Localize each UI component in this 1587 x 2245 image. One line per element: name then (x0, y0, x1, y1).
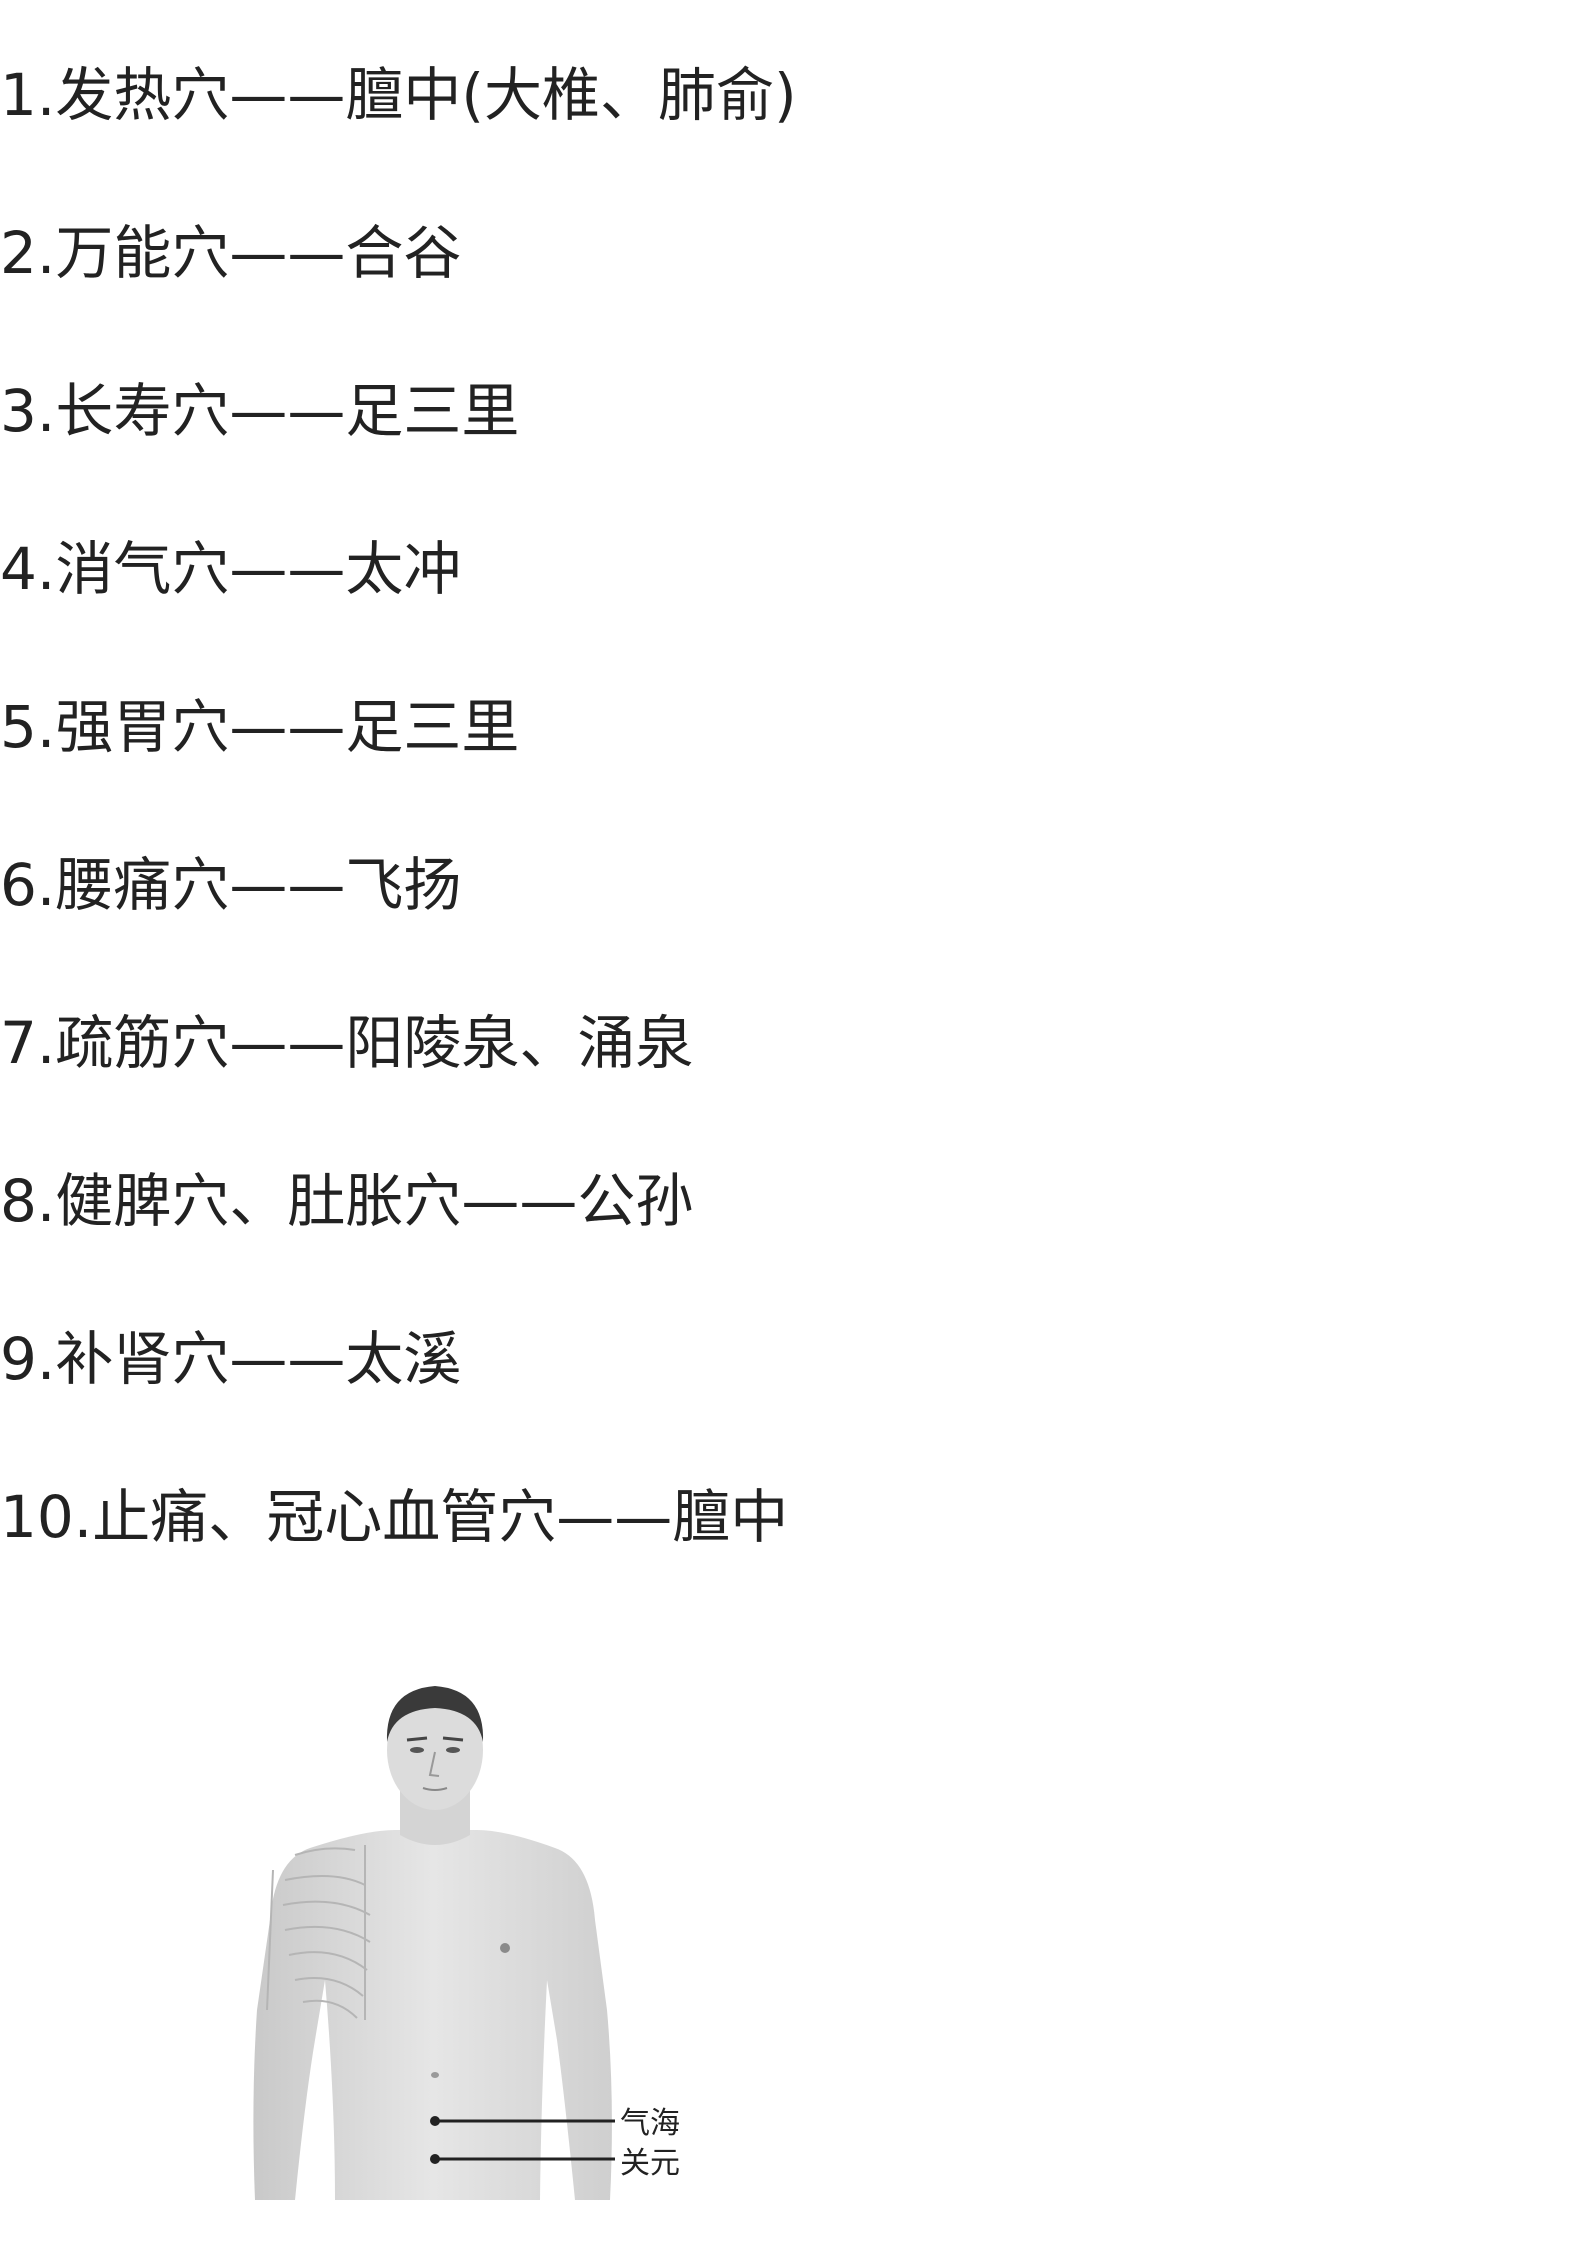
anatomy-illustration: 气海 关元 (215, 1680, 715, 2200)
acupoint-list: 1.发热穴——膻中(大椎、肺俞) 2.万能穴——合谷 3.长寿穴——足三里 4.… (0, 60, 797, 1640)
head-shape (387, 1690, 483, 1810)
qihai-label: 气海 (620, 2106, 680, 2141)
list-item-2: 2.万能穴——合谷 (0, 219, 462, 287)
list-item-6: 6.腰痛穴——飞扬 (0, 851, 462, 919)
list-item-7: 7.疏筋穴——阳陵泉、涌泉 (0, 1009, 694, 1077)
list-item-4: 4.消气穴——太冲 (0, 535, 462, 603)
list-item-9: 9.补肾穴——太溪 (0, 1325, 462, 1393)
navel (431, 2072, 439, 2078)
list-item-3: 3.长寿穴——足三里 (0, 377, 520, 445)
nipple (500, 1943, 510, 1953)
right-eye (446, 1747, 460, 1753)
list-item-10: 10.止痛、冠心血管穴——膻中 (0, 1483, 789, 1551)
ribcage-sketch (266, 1845, 371, 2020)
list-item-8: 8.健脾穴、肚胀穴——公孙 (0, 1167, 694, 1235)
hair-shape (386, 1686, 484, 1742)
male-torso-figure (253, 1686, 615, 2200)
list-item-5: 5.强胃穴——足三里 (0, 693, 520, 761)
guanyuan-label: 关元 (620, 2146, 680, 2181)
left-eye (410, 1747, 424, 1753)
list-item-1: 1.发热穴——膻中(大椎、肺俞) (0, 61, 797, 129)
torso-shape (253, 1830, 612, 2200)
